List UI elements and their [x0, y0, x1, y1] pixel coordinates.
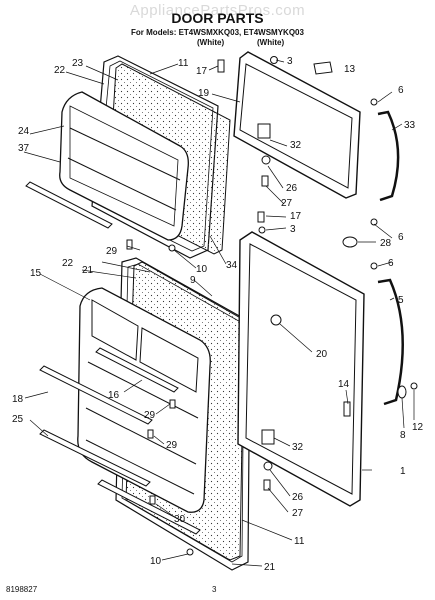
fresh-food-liner-shelf-2 — [85, 407, 197, 465]
callout-3-lower: 3 — [290, 224, 296, 235]
callout-27-upper: 27 — [281, 198, 293, 209]
fresh-food-outer-door-inner — [245, 243, 357, 495]
callout-24: 24 — [18, 126, 30, 137]
callout-29-middle: 29 — [144, 410, 156, 421]
callout-30: 30 — [174, 514, 186, 525]
callout-26-upper: 26 — [286, 183, 298, 194]
models-line: For Models: ET4WSMXKQ03, ET4WSMYKQ03 — [131, 28, 304, 37]
callout-12: 12 — [412, 422, 424, 433]
freezer-hinge-pin — [261, 155, 271, 165]
fresh-food-liner-bin-2 — [139, 327, 199, 393]
fresh-food-screw — [186, 548, 194, 556]
freezer-outer-door-inner — [239, 63, 353, 189]
callout-14: 14 — [338, 379, 350, 390]
callout-6-lower: 6 — [388, 258, 394, 269]
callout-10-lower: 10 — [150, 556, 162, 567]
color-note-1: (White) — [197, 38, 225, 47]
handle-trim-cap — [397, 385, 407, 399]
leader-lines — [23, 59, 415, 567]
door-stop-knob — [342, 236, 358, 248]
callout-37: 37 — [18, 143, 30, 154]
callout-8: 8 — [400, 430, 406, 441]
freezer-handle-screw-top — [370, 98, 378, 106]
fresh-food-liner-shelf-1 — [87, 361, 199, 419]
callout-26-lower: 26 — [292, 492, 304, 503]
freezer-top-screw — [270, 56, 278, 64]
page-number: 3 — [212, 585, 217, 594]
freezer-screw — [168, 244, 176, 252]
callout-34: 34 — [226, 260, 238, 271]
fresh-food-handle-screw — [370, 262, 378, 270]
callout-labels: 22 23 11 17 3 13 19 6 24 33 32 37 26 27 … — [12, 56, 424, 573]
freezer-handle-screw-bottom — [370, 218, 378, 226]
fresh-food-bar — [95, 347, 179, 393]
freezer-liner-rim — [69, 105, 179, 227]
fresh-food-liner-shelf-3 — [85, 439, 195, 495]
callout-6-top: 6 — [398, 85, 404, 96]
fresh-food-clip-2 — [147, 429, 154, 439]
diagram-title: DOOR PARTS — [171, 10, 264, 26]
freezer-liner-shelf-2 — [67, 157, 177, 211]
fresh-food-hinge-plate — [261, 429, 275, 445]
fresh-food-outer-door — [237, 231, 365, 507]
watermark: AppliancePartsPros.com — [129, 2, 306, 19]
callout-33: 33 — [404, 120, 416, 131]
callout-28: 28 — [380, 238, 392, 249]
freezer-clip — [126, 239, 133, 250]
callout-25: 25 — [12, 414, 24, 425]
fresh-food-door-gasket — [115, 257, 251, 571]
freezer-door-liner — [59, 91, 189, 241]
freezer-liner-shelf-1 — [69, 127, 181, 181]
freezer-hinge-plate — [257, 123, 271, 139]
callout-15: 15 — [30, 268, 42, 279]
callout-5: 5 — [398, 295, 404, 306]
callout-27-lower: 27 — [292, 508, 304, 519]
callout-3-upper: 3 — [287, 56, 293, 67]
callout-16: 16 — [108, 390, 120, 401]
callout-17-lower: 17 — [290, 211, 302, 222]
callout-18: 18 — [12, 394, 24, 405]
callout-32-upper: 32 — [290, 140, 302, 151]
callout-32-lower: 32 — [292, 442, 304, 453]
fresh-food-liner-bin-1 — [91, 299, 139, 361]
callout-21-lower: 21 — [264, 562, 276, 573]
callout-13: 13 — [344, 64, 356, 75]
callout-23: 23 — [72, 58, 84, 69]
freezer-hinge-bushing — [261, 175, 269, 187]
callout-9: 9 — [190, 275, 196, 286]
callout-29-upper: 29 — [106, 246, 118, 257]
nameplate — [313, 61, 333, 75]
callout-22-upper: 22 — [54, 65, 66, 76]
freezer-outer-door — [233, 51, 361, 199]
fresh-food-shelf-rail-1 — [39, 365, 153, 425]
callout-20: 20 — [316, 349, 328, 360]
door-plug — [270, 314, 282, 326]
callout-22-lower: 22 — [62, 258, 74, 269]
callout-11-lower: 11 — [294, 536, 305, 547]
part-code: 8198827 — [6, 585, 38, 594]
callout-17-upper: 17 — [196, 66, 208, 77]
fresh-food-clip-1 — [169, 399, 176, 409]
fresh-food-hinge-bushing — [263, 479, 271, 491]
callout-10-upper: 10 — [196, 264, 208, 275]
door-stop — [343, 401, 351, 417]
callout-6-middle: 6 — [398, 232, 404, 243]
fresh-food-hinge-pin — [263, 461, 273, 471]
callout-19: 19 — [198, 88, 210, 99]
freezer-handle — [377, 110, 400, 202]
callout-1: 1 — [400, 466, 406, 477]
fresh-food-clip-3 — [149, 495, 156, 505]
callout-11-upper: 11 — [178, 58, 189, 69]
freezer-top-hinge-pin — [217, 59, 225, 73]
fresh-food-top-screw — [258, 226, 266, 234]
handle-trim-screw — [410, 382, 418, 390]
callout-29-lower: 29 — [166, 440, 178, 451]
fresh-food-top-hinge-pin — [257, 211, 265, 223]
color-note-2: (White) — [257, 38, 285, 47]
callout-21-upper: 21 — [82, 265, 94, 276]
freezer-shelf-rail — [25, 181, 113, 229]
fresh-food-shelf-rail-3 — [97, 479, 201, 535]
